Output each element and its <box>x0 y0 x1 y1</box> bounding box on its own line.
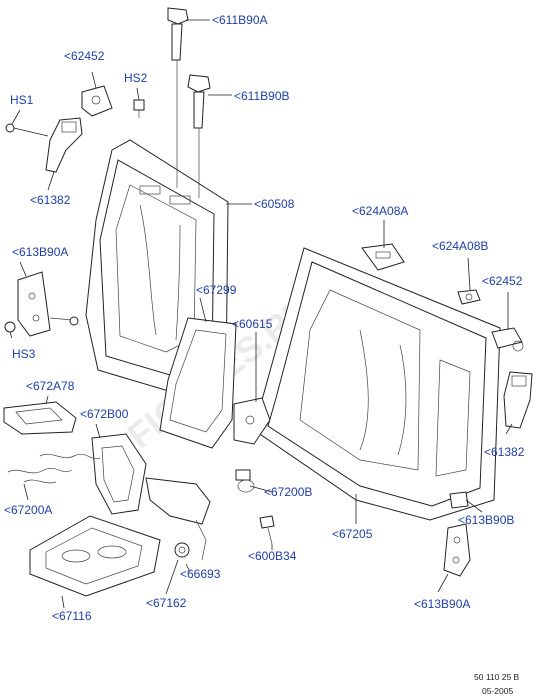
cover-672a78 <box>3 401 77 435</box>
label-67299: <67299 <box>196 283 237 297</box>
label-hs3: HS3 <box>12 347 36 361</box>
drawing-code: 50 110 25 B <box>474 672 520 682</box>
label-62452-right: <62452 <box>482 274 523 288</box>
clip-66693 <box>145 477 211 561</box>
label-61382-right: <61382 <box>484 445 525 459</box>
headrest-guide-lower <box>187 74 211 198</box>
knob-67162 <box>174 542 190 558</box>
frame-672b00 <box>91 433 147 515</box>
headrest-guide-upper <box>167 7 189 188</box>
leader-lines <box>9 19 513 609</box>
label-hs1: HS1 <box>10 93 34 107</box>
label-62452-left: <62452 <box>64 49 105 63</box>
right-seat-back-frame <box>253 247 501 521</box>
label-613b90a-left: <613B90A <box>12 245 68 259</box>
back-panel-67299 <box>159 317 237 449</box>
bolt-613b90b <box>449 491 469 509</box>
latch-bracket-left <box>81 85 113 117</box>
bolt-600b34 <box>259 515 275 545</box>
clip-67200b <box>235 469 255 493</box>
label-600b34: <600B34 <box>248 549 297 563</box>
screw-hs2 <box>133 99 145 118</box>
label-67205: <67205 <box>332 527 373 541</box>
label-60615: <60615 <box>232 317 273 331</box>
latch-bracket-right <box>491 327 524 352</box>
base-tray-67116 <box>29 515 161 597</box>
bracket-60615 <box>233 397 271 445</box>
label-613b90b: <613B90B <box>458 513 514 527</box>
label-613b90a-bottom: <613B90A <box>414 597 470 611</box>
drawing-date: 05-2005 <box>482 686 513 696</box>
label-611b90a-top: <611B90A <box>212 13 268 27</box>
label-672a78: <672A78 <box>26 379 75 393</box>
washer-624a08b <box>457 289 481 305</box>
label-624a08b: <624A08B <box>432 239 488 253</box>
label-66693: <66693 <box>180 567 221 581</box>
hinge-bracket-bottom <box>443 523 471 577</box>
label-hs2: HS2 <box>124 71 148 85</box>
label-67116: <67116 <box>52 609 92 623</box>
label-672b00: <672B00 <box>80 407 129 421</box>
label-624a08a: <624A08A <box>352 204 408 218</box>
label-60508: <60508 <box>254 197 295 211</box>
pivot-bracket-right <box>503 371 533 429</box>
wire-clips-67200a <box>7 453 101 484</box>
label-67162: <67162 <box>146 596 187 610</box>
label-611b90b: <611B90B <box>234 89 290 103</box>
bracket-624a08a <box>361 243 405 271</box>
part-labels: <611B90A <62452 HS2 <611B90B HS1 <61382 … <box>4 13 525 623</box>
hinge-bracket-left <box>17 271 79 337</box>
label-67200b: <67200B <box>264 485 312 499</box>
label-67200a: <67200A <box>4 503 52 517</box>
bolt-hs1 <box>5 123 49 137</box>
pivot-bracket-left <box>45 117 83 173</box>
label-61382-left: <61382 <box>30 193 71 207</box>
nut-hs3 <box>4 321 16 333</box>
